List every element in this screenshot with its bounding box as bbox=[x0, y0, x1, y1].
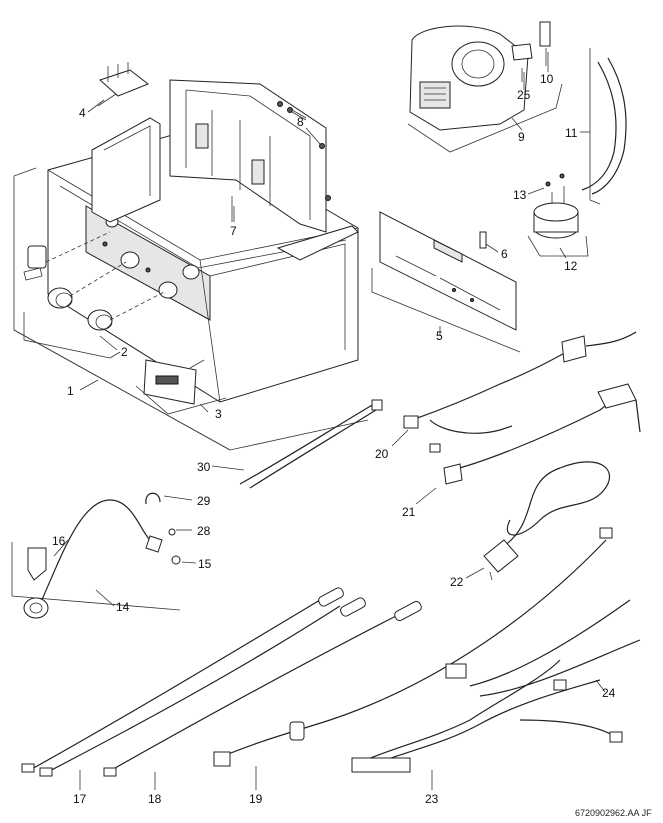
callout-6: 6 bbox=[501, 247, 508, 261]
fan-assembly bbox=[407, 21, 563, 153]
callout-2: 2 bbox=[121, 345, 128, 359]
callout-18: 18 bbox=[148, 792, 162, 806]
knobs-and-covers bbox=[23, 231, 165, 359]
callout-24: 24 bbox=[602, 686, 616, 700]
document-id: 6720902962.AA JF bbox=[575, 808, 652, 818]
callout-23: 23 bbox=[425, 792, 439, 806]
callout-20: 20 bbox=[375, 447, 389, 461]
callout-17: 17 bbox=[73, 792, 87, 806]
callout-30: 30 bbox=[197, 460, 211, 474]
callout-21: 21 bbox=[402, 505, 416, 519]
callout-3: 3 bbox=[215, 407, 222, 421]
wiring-harness bbox=[351, 527, 641, 773]
callout-11: 11 bbox=[565, 126, 578, 140]
callout-1: 1 bbox=[67, 384, 74, 398]
callout-10: 10 bbox=[540, 72, 554, 86]
callout-labels: 1 2 3 4 5 6 7 8 9 10 11 12 13 14 15 16 1… bbox=[52, 72, 652, 818]
callout-25: 25 bbox=[517, 88, 531, 102]
callout-12: 12 bbox=[564, 259, 578, 273]
callout-14: 14 bbox=[116, 600, 130, 614]
clip-part-4 bbox=[97, 62, 149, 107]
hoses bbox=[581, 48, 627, 205]
callout-19: 19 bbox=[249, 792, 263, 806]
callout-9: 9 bbox=[518, 130, 525, 144]
cable-harness-20-21 bbox=[403, 331, 641, 485]
power-cord bbox=[483, 461, 611, 581]
screws-part-8 bbox=[277, 101, 331, 201]
callout-29: 29 bbox=[197, 494, 211, 508]
control-box-group-bracket bbox=[13, 167, 369, 451]
callout-4: 4 bbox=[79, 106, 86, 120]
cable-30 bbox=[239, 399, 383, 489]
mounting-frame bbox=[169, 79, 327, 233]
callout-13: 13 bbox=[513, 188, 527, 202]
callout-5: 5 bbox=[436, 329, 443, 343]
callout-16: 16 bbox=[52, 534, 66, 548]
callout-28: 28 bbox=[197, 524, 211, 538]
callout-7: 7 bbox=[230, 224, 237, 238]
circuit-board bbox=[371, 211, 521, 353]
callout-8: 8 bbox=[297, 115, 304, 129]
sensor-cables bbox=[21, 539, 607, 777]
sensor-assembly bbox=[11, 499, 181, 619]
small-fittings bbox=[145, 492, 181, 565]
pressure-switch bbox=[527, 173, 589, 257]
callout-22: 22 bbox=[450, 575, 464, 589]
callout-15: 15 bbox=[198, 557, 212, 571]
badge-plate bbox=[135, 359, 227, 415]
callout-leaders bbox=[53, 52, 606, 790]
